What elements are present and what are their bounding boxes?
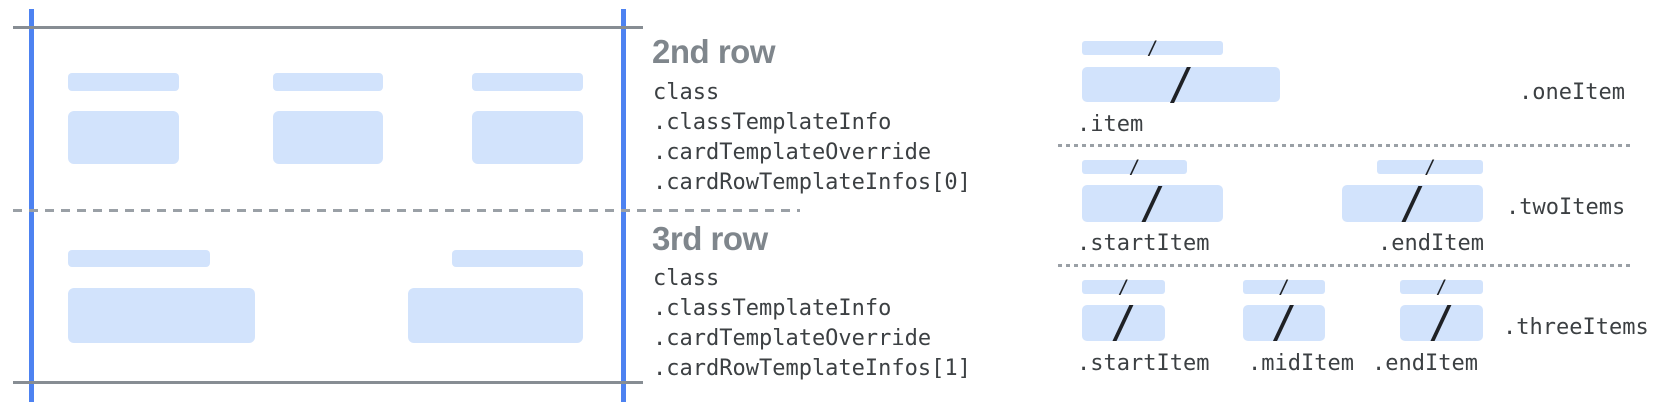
one-item-value-bar: / xyxy=(1082,58,1280,110)
card-left-guide-line xyxy=(29,9,34,402)
one-item-group-label: .oneItem xyxy=(1519,80,1625,105)
row2-code-line-2: .classTemplateInfo xyxy=(653,110,892,135)
row3-code-line-3: .cardTemplateOverride xyxy=(653,326,932,351)
slash-placeholder-glyph: / xyxy=(1167,58,1195,110)
row3-code-line-2: .classTemplateInfo xyxy=(653,296,892,321)
two-items-group-label: .twoItems xyxy=(1506,195,1626,220)
three-items-end-value-bar: / xyxy=(1400,297,1483,348)
card-top-boundary-line xyxy=(13,26,643,29)
row2-col2-field-value-placeholder xyxy=(273,111,383,164)
two-items-end-value-bar: / xyxy=(1342,177,1483,229)
slash-placeholder-glyph: / xyxy=(1424,156,1436,178)
slash-placeholder-glyph: / xyxy=(1270,297,1298,348)
end-item-label: .endItem xyxy=(1378,231,1484,256)
row2-code-line-1: class xyxy=(653,80,720,105)
three-items-mid-label-bar: / xyxy=(1243,276,1325,298)
two-items-start-label-bar: / xyxy=(1082,156,1187,178)
slash-placeholder-glyph: / xyxy=(1278,276,1290,298)
end-item-label: .endItem xyxy=(1372,351,1478,376)
three-items-start-label-bar: / xyxy=(1082,276,1165,298)
item-label: .item xyxy=(1077,112,1144,137)
slash-placeholder-glyph: / xyxy=(1139,177,1166,229)
row2-code-line-3: .cardTemplateOverride xyxy=(653,140,932,165)
slash-placeholder-glyph: / xyxy=(1399,177,1426,229)
row2-heading: 2nd row xyxy=(652,33,776,70)
two-items-end-label-bar: / xyxy=(1377,156,1483,178)
two-items-start-value-bar: / xyxy=(1082,177,1223,229)
row2-col3-field-label-placeholder xyxy=(472,73,583,91)
row3-left-field-value-placeholder xyxy=(68,288,255,343)
row2-code-line-4: .cardRowTemplateInfos[0] xyxy=(653,170,971,195)
section-divider-dotted-line xyxy=(1058,264,1631,267)
row2-col2-field-label-placeholder xyxy=(273,73,383,91)
row2-col1-field-value-placeholder xyxy=(68,111,179,164)
card-right-guide-line xyxy=(621,9,626,402)
section-divider-dotted-line xyxy=(1058,144,1631,147)
slash-placeholder-glyph: / xyxy=(1117,276,1130,298)
row3-code-line-4: .cardRowTemplateInfos[1] xyxy=(653,356,971,381)
one-item-label-bar: / xyxy=(1082,37,1223,59)
three-items-start-value-bar: / xyxy=(1082,297,1165,348)
slash-placeholder-glyph: / xyxy=(1128,156,1141,178)
row3-heading: 3rd row xyxy=(652,220,768,257)
slash-placeholder-glyph: / xyxy=(1146,37,1159,59)
three-items-group-label: .threeItems xyxy=(1503,315,1649,340)
row3-left-field-label-placeholder xyxy=(68,250,210,267)
start-item-label: .startItem xyxy=(1077,351,1210,376)
row3-right-field-value-placeholder xyxy=(408,288,583,343)
start-item-label: .startItem xyxy=(1077,231,1210,256)
three-items-end-label-bar: / xyxy=(1400,276,1483,298)
row3-code-line-1: class xyxy=(653,266,720,291)
row2-col3-field-value-placeholder xyxy=(472,111,583,164)
row-divider-dashed-line xyxy=(13,209,800,212)
row3-right-field-label-placeholder xyxy=(452,250,583,267)
slash-placeholder-glyph: / xyxy=(1110,297,1137,348)
card-bottom-boundary-line xyxy=(13,381,643,384)
slash-placeholder-glyph: / xyxy=(1428,297,1455,348)
mid-item-label: .midItem xyxy=(1248,351,1354,376)
row2-col1-field-label-placeholder xyxy=(68,73,179,91)
slash-placeholder-glyph: / xyxy=(1435,276,1448,298)
three-items-mid-value-bar: / xyxy=(1243,297,1325,348)
